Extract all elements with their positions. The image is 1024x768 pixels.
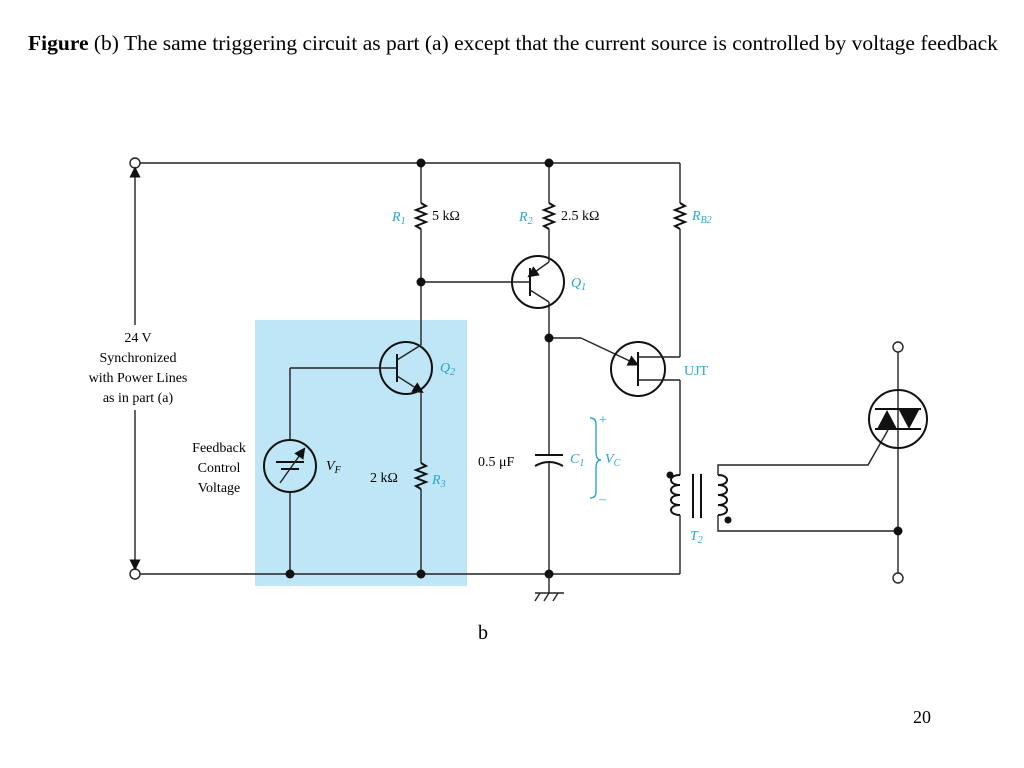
q2-collector: [396, 344, 422, 361]
r3-value: 2 kΩ: [370, 471, 398, 486]
rb2-resistor: [672, 202, 688, 230]
vc-minus: –: [598, 492, 607, 507]
figure-caption: Figure (b) The same triggering circuit a…: [28, 28, 998, 58]
junction-dot: [416, 569, 426, 579]
caption-bold: Figure: [28, 31, 89, 55]
junction-dot: [416, 158, 426, 168]
c1-name: C1: [570, 452, 584, 469]
triac-triangle-up: [877, 410, 897, 429]
vf-name: VF: [326, 459, 342, 476]
vc-name: VC: [605, 452, 621, 469]
ground-icon: [534, 592, 564, 602]
t2-secondary-coil: [717, 474, 728, 516]
feedback-label-1: Feedback: [192, 441, 246, 456]
triac-terminal-top: [892, 341, 904, 353]
supply-terminal-top: [129, 157, 141, 169]
supply-label-2: Synchronized: [100, 351, 177, 366]
junction-dot: [285, 569, 295, 579]
vc-brace: [589, 417, 602, 499]
t2-secondary-return: [717, 515, 898, 532]
ujt-label: UJT: [684, 364, 709, 379]
r2-resistor: [541, 202, 557, 230]
r1-name: R1: [391, 210, 406, 227]
r3-resistor: [413, 462, 429, 490]
vc-plus: +: [599, 413, 607, 428]
subfigure-label: b: [478, 622, 488, 644]
q1-name: Q1: [571, 276, 586, 293]
ujt-transistor: [610, 341, 666, 397]
r3-name: R3: [431, 473, 446, 490]
supply-terminal-bottom: [129, 568, 141, 580]
r1-resistor: [413, 202, 429, 230]
r1-value: 5 kΩ: [432, 209, 460, 224]
feedback-label-2: Control: [198, 461, 241, 476]
vf-variable-arrow: [279, 447, 306, 484]
junction-dot: [893, 526, 903, 536]
junction-dot: [416, 277, 426, 287]
triac: [868, 389, 928, 449]
supply-label-4: as in part (a): [103, 391, 174, 406]
gate-wire: [717, 429, 889, 475]
junction-dot: [544, 158, 554, 168]
c1-value: 0.5 μF: [478, 455, 515, 470]
t2-name: T2: [690, 529, 703, 546]
feedback-highlight-region: [255, 320, 467, 586]
ujt-emitter: [580, 337, 640, 366]
q2-name: Q2: [440, 361, 455, 378]
junction-dot: [544, 333, 554, 343]
supply-label-3: with Power Lines: [89, 371, 188, 386]
t2-secondary-dot: [724, 516, 732, 524]
triac-terminal-bottom: [892, 572, 904, 584]
r2-value: 2.5 kΩ: [561, 209, 599, 224]
r2-name: R2: [518, 210, 533, 227]
supply-label-1: 24 V: [124, 331, 151, 346]
t2-primary-dot: [666, 471, 674, 479]
slide-number: 20: [913, 707, 931, 727]
rb2-name: RB2: [691, 209, 712, 226]
t2-primary-coil: [670, 474, 681, 516]
q1-emitter: [527, 261, 550, 278]
triac-triangle-down: [899, 410, 919, 429]
caption-text: (b) The same triggering circuit as part …: [88, 31, 998, 55]
q1-collector: [529, 289, 550, 303]
feedback-label-3: Voltage: [198, 481, 241, 496]
q2-emitter: [396, 375, 424, 394]
